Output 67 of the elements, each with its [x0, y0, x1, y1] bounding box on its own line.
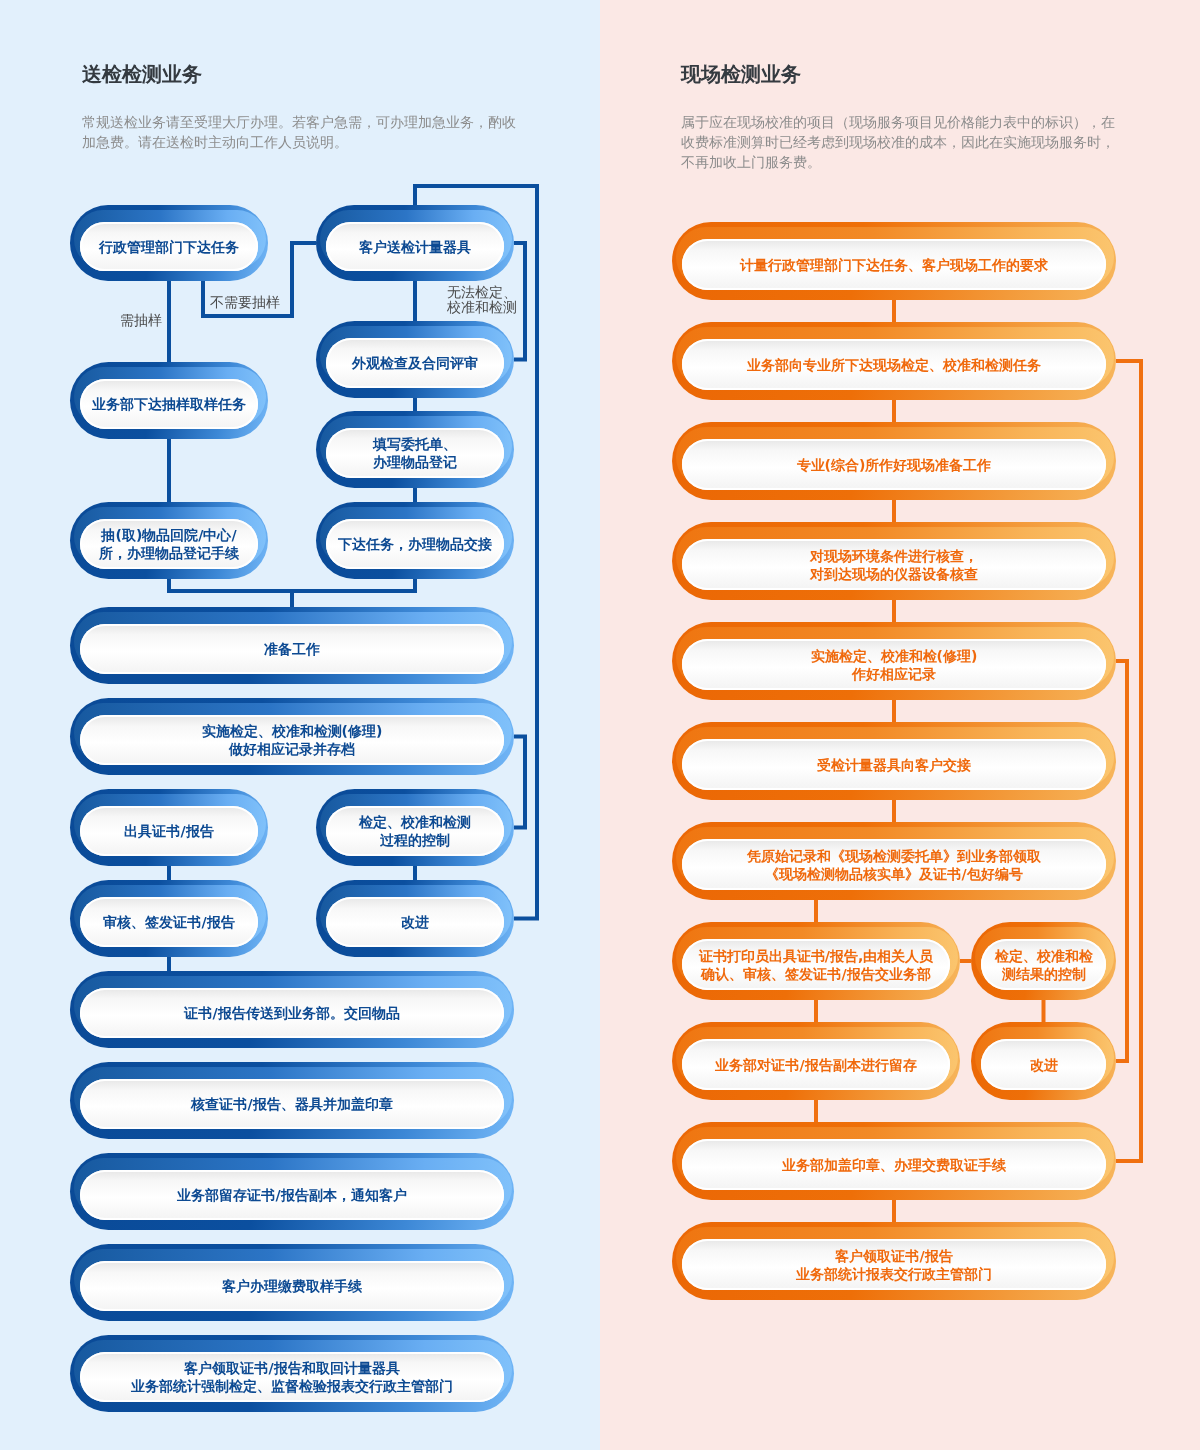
- connector-line: [814, 900, 818, 922]
- process-pill: 业务部对证书/报告副本进行留存: [672, 1022, 960, 1100]
- process-pill: 改进: [316, 880, 514, 957]
- process-pill: 改进: [971, 1022, 1116, 1100]
- connector-line: [413, 866, 417, 880]
- process-pill: 客户领取证书/报告业务部统计报表交行政主管部门: [672, 1222, 1116, 1300]
- process-pill: 业务部加盖印章、办理交费取证手续: [672, 1122, 1116, 1200]
- section-panel: [600, 0, 1200, 1450]
- connector-line: [167, 957, 171, 971]
- edge-label: 无法检定、校准和检测: [447, 285, 517, 315]
- process-pill: 行政管理部门下达任务: [70, 205, 268, 281]
- connector-line: [892, 1200, 896, 1222]
- process-pill: 下达任务，办理物品交接: [316, 502, 514, 579]
- process-pill: 客户送检计量器具: [316, 205, 514, 281]
- process-pill: 业务部留存证书/报告副本，通知客户: [70, 1153, 514, 1230]
- process-pill: 填写委托单、办理物品登记: [316, 411, 514, 488]
- process-pill: 证书/报告传送到业务部。交回物品: [70, 971, 514, 1048]
- process-pill: 检定、校准和检测过程的控制: [316, 789, 514, 866]
- process-pill: 对现场环境条件进行核查，对到达现场的仪器设备核查: [672, 522, 1116, 600]
- process-pill: 出具证书/报告: [70, 789, 268, 866]
- connector-line: [814, 1100, 818, 1122]
- connector-line: [892, 300, 896, 322]
- connector-line: [413, 488, 417, 502]
- process-pill: 受检计量器具向客户交接: [672, 722, 1116, 800]
- connector-line: [514, 241, 527, 362]
- connector-line: [892, 800, 896, 822]
- process-pill: 外观检查及合同评审: [316, 321, 514, 398]
- connector-line: [1116, 659, 1129, 1063]
- connector-line: [167, 281, 171, 362]
- edge-label: 需抽样: [120, 313, 162, 328]
- process-pill: 审核、签发证书/报告: [70, 880, 268, 957]
- connector-line: [892, 400, 896, 422]
- process-pill: 实施检定、校准和检测(修理)做好相应记录并存档: [70, 698, 514, 775]
- process-pill: 业务部向专业所下达现场检定、校准和检测任务: [672, 322, 1116, 400]
- connector-line: [413, 398, 417, 411]
- connector-line: [290, 579, 417, 607]
- connector-line: [960, 959, 971, 963]
- connector-line: [1116, 359, 1143, 1163]
- process-pill: 客户领取证书/报告和取回计量器具业务部统计强制检定、监督检验报表交行政主管部门: [70, 1335, 514, 1412]
- connector-line: [201, 241, 316, 318]
- connector-line: [892, 700, 896, 722]
- connector-line: [1041, 1000, 1046, 1022]
- panel-description: 属于应在现场校准的项目（现场服务项目见价格能力表中的标识），在收费标准测算时已经考虑到现场校准的成本，因此在实施现场服务时，不再加收上门服务费。: [681, 113, 1116, 172]
- connector-line: [413, 281, 417, 321]
- connector-line: [892, 600, 896, 622]
- process-pill: 证书打印员出具证书/报告,由相关人员确认、审核、签发证书/报告交业务部: [672, 922, 960, 1000]
- edge-label: 不需要抽样: [210, 295, 280, 310]
- process-pill: 计量行政管理部门下达任务、客户现场工作的要求: [672, 222, 1116, 300]
- connector-line: [514, 734, 527, 830]
- connector-line: [413, 184, 539, 921]
- process-pill: 准备工作: [70, 607, 514, 684]
- connector-line: [814, 1000, 818, 1022]
- process-pill: 核查证书/报告、器具并加盖印章: [70, 1062, 514, 1139]
- process-pill: 检定、校准和检测结果的控制: [971, 922, 1116, 1000]
- process-pill: 抽(取)物品回院/中心/所，办理物品登记手续: [70, 502, 268, 579]
- panel-description: 常规送检业务请至受理大厅办理。若客户急需，可办理加急业务，酌收加急费。请在送检时主动向工作人员说明。: [82, 113, 517, 152]
- process-pill: 客户办理缴费取样手续: [70, 1244, 514, 1321]
- connector-line: [167, 866, 171, 880]
- section-panel: [0, 0, 600, 1450]
- process-pill: 专业(综合)所作好现场准备工作: [672, 422, 1116, 500]
- connector-line: [167, 439, 171, 502]
- connector-line: [892, 500, 896, 522]
- process-pill: 业务部下达抽样取样任务: [70, 362, 268, 439]
- panel-title: 送检检测业务: [82, 61, 202, 87]
- process-pill: 实施检定、校准和检(修理)作好相应记录: [672, 622, 1116, 700]
- process-pill: 凭原始记录和《现场检测委托单》到业务部领取《现场检测物品核实单》及证书/包好编号: [672, 822, 1116, 900]
- panel-title: 现场检测业务: [681, 61, 801, 87]
